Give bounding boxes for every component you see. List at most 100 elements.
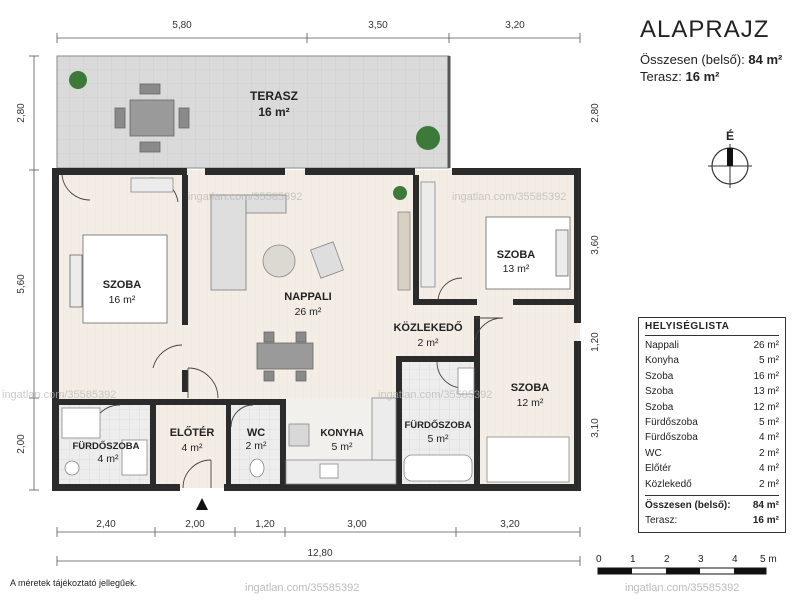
room-konyha-name: KONYHA xyxy=(320,428,363,439)
dim-total: 12,80 xyxy=(307,548,332,559)
wardrobe-icon xyxy=(130,177,174,193)
dim-top-2: 3,50 xyxy=(368,20,388,31)
room-szoba-right-bottom-area: 12 m² xyxy=(517,397,544,409)
list-item-area: 2 m² xyxy=(759,478,779,490)
terrace-dining-set xyxy=(114,83,190,153)
bed-icon-right xyxy=(485,216,571,290)
list-item-area: 4 m² xyxy=(759,432,779,444)
list-item-name: Szoba xyxy=(645,386,674,398)
list-item-name: WC xyxy=(645,447,662,459)
room-szoba-right-bottom-name: SZOBA xyxy=(511,382,550,394)
floor-plan: TERASZ 16 m² SZOBA 16 m² NAPPALI 26 m² S… xyxy=(2,20,600,566)
list-item-area: 4 m² xyxy=(759,463,779,475)
room-list-total: Összesen (belső):84 m² xyxy=(645,498,779,513)
disclaimer-note: A méretek tájékoztató jellegűek. xyxy=(10,578,138,588)
compass-icon: É xyxy=(708,128,752,188)
list-item-area: 16 m² xyxy=(753,370,779,382)
tv-icon xyxy=(397,211,411,291)
summary-terrace-label: Terasz: xyxy=(640,69,682,84)
compass-label: É xyxy=(726,128,734,143)
toilet-icon xyxy=(64,460,80,476)
room-list-terrace-label: Terasz: xyxy=(645,515,678,527)
room-furdo-right-area: 5 m² xyxy=(428,433,450,445)
room-kozlekedo-name: KÖZLEKEDŐ xyxy=(393,321,463,334)
dimension-lines xyxy=(29,33,581,566)
room-furdo-right-name: FÜRDŐSZOBA xyxy=(404,419,471,431)
dim-right-1: 2,80 xyxy=(590,103,600,123)
summary-interior-value: 84 m² xyxy=(748,52,783,67)
terrace-area: 16 m² xyxy=(258,105,289,119)
watermark-bottom-right: ingatlan.com/35585392 xyxy=(625,582,740,594)
room-list-totals: Összesen (belső):84 m² Terasz: 16 m² xyxy=(645,495,779,528)
watermark-3: ingatlan.com/35585392 xyxy=(2,389,116,401)
room-list-terrace-value: 16 m² xyxy=(752,515,779,527)
room-furdo-left-area: 4 m² xyxy=(98,453,120,465)
legend-panel: ALAPRAJZ Összesen (belső): 84 m² Terasz:… xyxy=(596,0,800,600)
dim-top-1: 5,80 xyxy=(172,20,192,31)
room-nappali-area: 26 m² xyxy=(295,306,322,318)
scale-label-5: 5 m xyxy=(760,554,777,565)
list-item-area: 13 m² xyxy=(753,386,779,398)
scale-label-1: 1 xyxy=(630,554,636,565)
bed-icon xyxy=(69,234,168,324)
dim-bottom-3: 1,20 xyxy=(255,519,275,530)
dim-right-2: 3,60 xyxy=(590,235,600,255)
list-item-name: Szoba xyxy=(645,401,674,413)
kitchen-counter-icon xyxy=(285,397,397,485)
entrance-arrow-icon xyxy=(196,498,208,510)
summary-terrace: Terasz: 16 m² xyxy=(640,69,720,84)
scale-label-4: 4 xyxy=(732,554,738,565)
list-item: Szoba 13 m² xyxy=(645,384,779,399)
scale-label-0: 0 xyxy=(596,554,602,565)
armchair-icon xyxy=(310,241,344,279)
list-item: Konyha 5 m² xyxy=(645,353,779,368)
list-item-area: 5 m² xyxy=(759,355,779,367)
dim-left-2: 5,60 xyxy=(16,274,27,294)
list-item-name: Előtér xyxy=(645,463,672,475)
summary-terrace-value: 16 m² xyxy=(685,69,720,84)
room-konyha-area: 5 m² xyxy=(332,441,354,453)
room-wc-name: WC xyxy=(247,427,265,439)
dim-bottom-2: 2,00 xyxy=(185,519,205,530)
toilet-icon-wc xyxy=(249,458,265,478)
dim-top-3: 3,20 xyxy=(505,20,525,31)
watermark-4: ingatlan.com/35585392 xyxy=(378,389,492,401)
bathtub-icon xyxy=(403,454,473,482)
room-kozlekedo-area: 2 m² xyxy=(418,337,440,349)
summary-interior-label: Összesen (belső): xyxy=(640,52,745,67)
dim-right-4: 3,10 xyxy=(590,418,600,438)
scale-bar: 0 1 2 3 4 5 m xyxy=(596,554,777,575)
watermark-bottom-left: ingatlan.com/35585392 xyxy=(245,582,360,594)
room-list-total-label: Összesen (belső): xyxy=(645,500,731,512)
page-title: ALAPRAJZ xyxy=(640,16,770,43)
scale-label-3: 3 xyxy=(698,554,704,565)
list-item-name: Nappali xyxy=(645,340,679,351)
list-item-name: Fürdőszoba xyxy=(645,417,698,429)
desk-icon xyxy=(486,436,570,483)
room-list-terrace: Terasz: 16 m² xyxy=(645,513,779,528)
sofa-icon xyxy=(210,194,287,291)
summary-interior: Összesen (belső): 84 m² xyxy=(640,52,782,67)
dim-left-3: 2,00 xyxy=(16,434,27,454)
list-item: Előtér 4 m² xyxy=(645,461,779,476)
room-szoba-right-top-area: 13 m² xyxy=(503,263,530,275)
list-item-name: Konyha xyxy=(645,355,679,367)
sink-icon-right xyxy=(457,367,475,395)
wardrobe-icon-right xyxy=(420,181,436,288)
dim-bottom-1: 2,40 xyxy=(96,519,116,530)
coffee-table-icon xyxy=(262,244,296,278)
dim-bottom-4: 3,00 xyxy=(347,519,367,530)
watermark-2: ingatlan.com/35585392 xyxy=(452,191,566,203)
dim-bottom-5: 3,20 xyxy=(500,519,520,530)
room-nappali-name: NAPPALI xyxy=(284,291,331,303)
list-item-name: Fürdőszoba xyxy=(645,432,698,444)
dim-left-1: 2,80 xyxy=(16,103,27,123)
dining-table-icon xyxy=(256,331,314,382)
terrace-name: TERASZ xyxy=(250,89,298,103)
shower-icon xyxy=(61,407,101,439)
